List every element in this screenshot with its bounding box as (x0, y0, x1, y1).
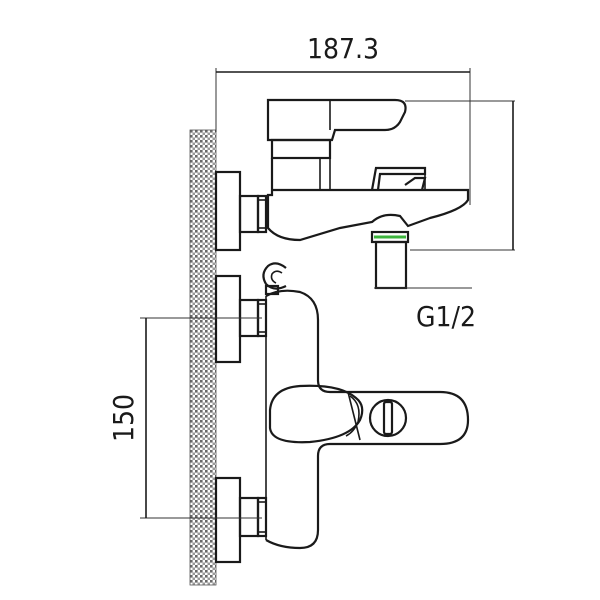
lower-wall-flange (214, 476, 268, 564)
width-dimension: 187.3 (215, 32, 471, 205)
width-dimension-label: 187.3 (307, 32, 379, 65)
wall-hatch (189, 129, 217, 586)
temperature-knob (368, 398, 408, 438)
outlet-height-dimension (405, 100, 515, 251)
mixer-lever (268, 384, 364, 444)
spacing-dimension-label: 150 (107, 394, 140, 442)
spacing-dimension: 150 (107, 317, 262, 519)
upper-wall-flange (214, 170, 268, 252)
middle-wall-flange (214, 274, 268, 364)
spout-body (266, 98, 470, 242)
shower-hook (262, 262, 287, 296)
outlet-thread: G1/2 (370, 230, 476, 333)
thread-size-label: G1/2 (416, 300, 476, 333)
